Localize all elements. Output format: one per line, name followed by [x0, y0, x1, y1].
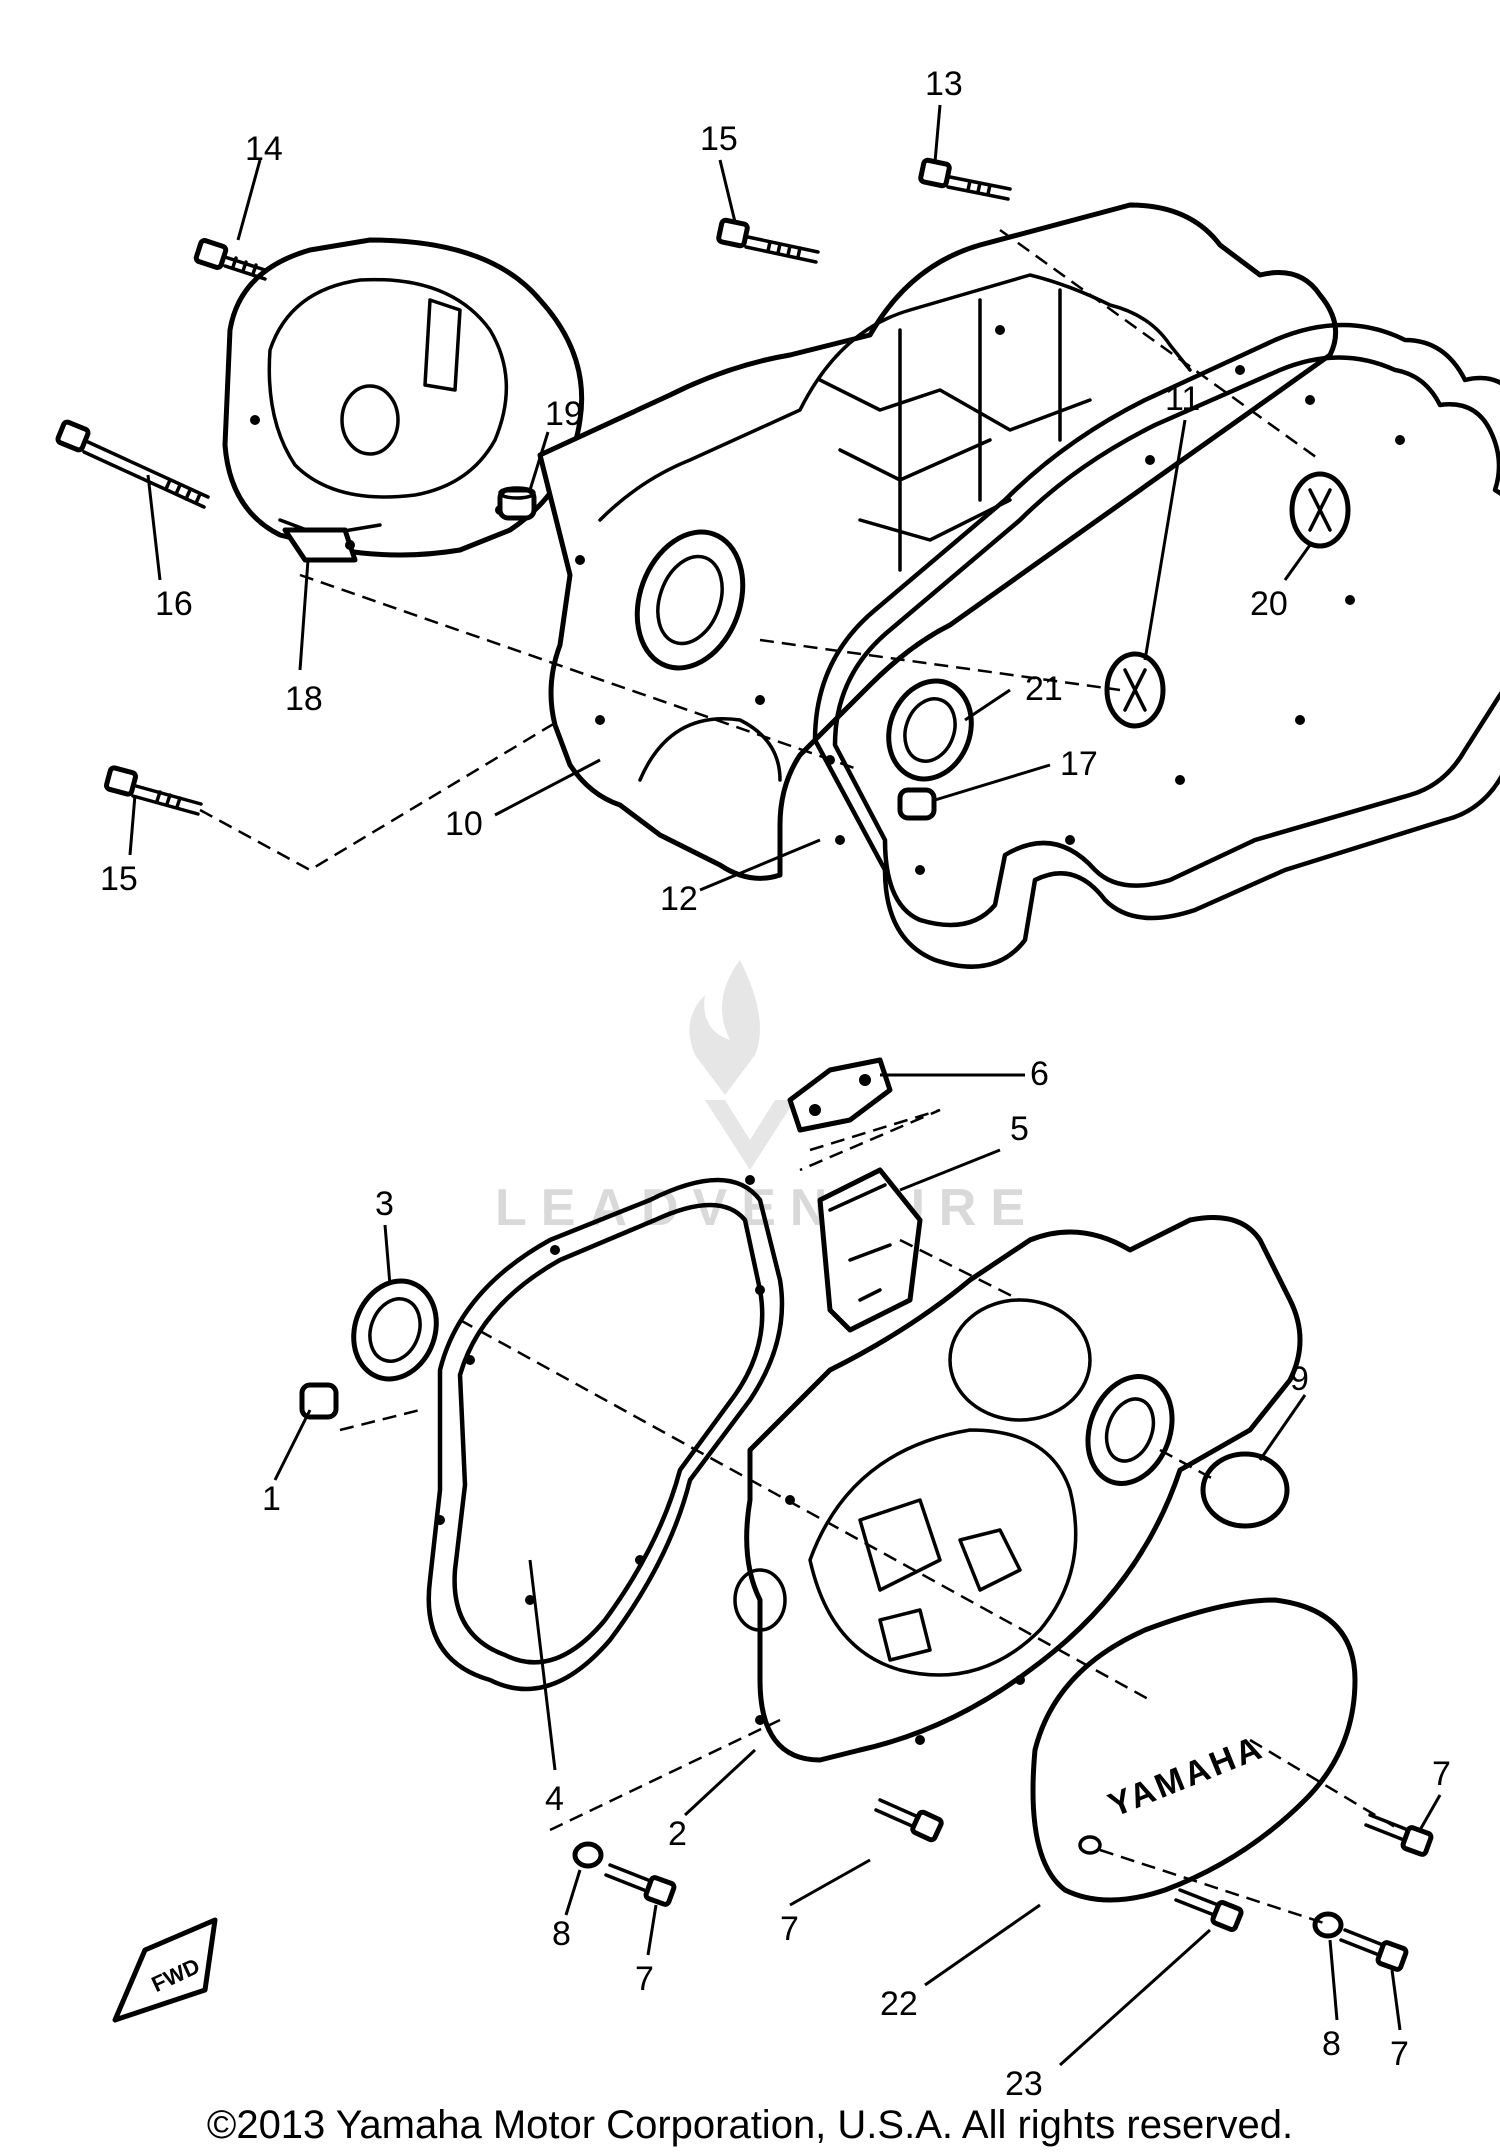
callout-17: 17: [1060, 745, 1098, 783]
callout-15-top: 15: [700, 120, 738, 158]
part-17-dowel: [897, 787, 937, 821]
part-1-dowel: [299, 1382, 339, 1420]
align-line-9: [1159, 1448, 1216, 1482]
callout-22: 22: [880, 1985, 918, 2023]
callout-10: 10: [445, 805, 483, 843]
part-19-dowel: [497, 486, 537, 521]
watermark: LEADVENTURE: [495, 960, 1025, 1237]
callout-4: 4: [545, 1780, 564, 1818]
callout-5: 5: [1010, 1110, 1029, 1148]
callout-7-a: 7: [780, 1910, 799, 1948]
align-line-8: [899, 1238, 1021, 1302]
part-9-plug: [1200, 1451, 1290, 1529]
callout-2: 2: [668, 1815, 687, 1853]
align-line-2: [199, 718, 561, 872]
part-21-seal: [886, 678, 974, 782]
leader-lines: [128, 104, 1442, 2067]
callout-15-lower: 15: [100, 860, 138, 898]
part-16-bolt: [55, 419, 210, 509]
part-15-bolt-lower: [103, 765, 203, 816]
callout-21: 21: [1025, 670, 1063, 708]
part-7-bolt-c: [1364, 1813, 1434, 1857]
part-8-washer-a: [572, 1841, 604, 1869]
callout-11: 11: [1165, 380, 1200, 418]
callout-20: 20: [1250, 585, 1288, 623]
part-4-gasket: [426, 1175, 785, 1692]
part-7-bolt-a: [874, 1798, 944, 1843]
part-5-bracket: [817, 1167, 923, 1333]
part-20-plug: [1289, 471, 1351, 549]
callout-23: 23: [1005, 2065, 1043, 2103]
fwd-arrow: FWD: [112, 1917, 218, 2023]
part-23-bolt: [1174, 1888, 1244, 1932]
part-22-yamaha-cover: YAMAHA: [1030, 1597, 1358, 1903]
callout-18: 18: [285, 680, 323, 718]
part-15-bolt-top: [716, 217, 820, 264]
callout-13: 13: [925, 65, 963, 103]
part-14-bolt: [193, 238, 267, 281]
callout-8-a: 8: [552, 1915, 571, 1953]
part-10-case: [537, 202, 1339, 881]
align-line-10: [549, 1718, 781, 1832]
part-18-housing: [222, 237, 585, 563]
part-11-plug: [1104, 651, 1166, 729]
callout-19: 19: [545, 395, 583, 433]
align-line-6: [339, 1408, 421, 1432]
callout-9: 9: [1290, 1360, 1309, 1398]
callout-1: 1: [262, 1480, 281, 1518]
callout-6: 6: [1030, 1055, 1049, 1093]
callout-7-c: 7: [1432, 1755, 1451, 1793]
callout-16: 16: [155, 585, 193, 623]
callout-7-b: 7: [635, 1960, 654, 1998]
callout-7-d: 7: [1390, 2035, 1409, 2073]
callout-8-b: 8: [1322, 2025, 1341, 2063]
align-line-7: [799, 1108, 941, 1172]
part-7-bolt-b: [604, 1863, 677, 1907]
align-line-3: [759, 638, 1121, 692]
callout-12: 12: [660, 880, 698, 918]
callout-3: 3: [375, 1185, 394, 1223]
part-13-bolt: [918, 157, 1012, 201]
part-3-seal: [351, 1278, 439, 1382]
callouts: 14 15 13 19 16 18 11 20 21 17 10 15 12 6…: [100, 65, 1451, 2103]
part-7-bolt-d: [1339, 1928, 1409, 1972]
align-line-11: [1249, 1738, 1401, 1832]
part-2-cover: [733, 1215, 1303, 1763]
callout-14: 14: [245, 130, 283, 168]
part-8-washer-b: [1312, 1911, 1344, 1939]
copyright-text: ©2013 Yamaha Motor Corporation, U.S.A. A…: [207, 2103, 1293, 2147]
part-6-plate: [787, 1057, 893, 1133]
align-line-12: [1099, 1848, 1331, 1927]
align-line-1: [299, 573, 861, 772]
